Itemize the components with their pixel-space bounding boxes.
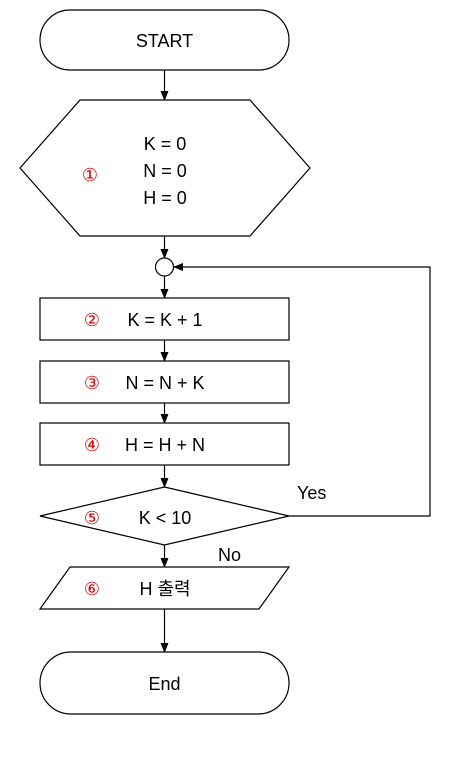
loop-junction-circle [154,257,175,277]
step3-process-box [39,360,290,404]
step4-label: H = H + N [125,435,205,455]
output-label: H 출력 [139,579,190,599]
step2-process-box [39,297,290,341]
step3-label: N = N + K [125,373,204,393]
init-step-number: ① [82,165,98,186]
init-line-k: K = 0 [144,134,187,154]
init-hexagon [19,99,311,237]
step4-number: ④ [84,435,100,456]
end-label: End [148,674,180,694]
step4-process-box [39,422,290,466]
decision-number: ⑤ [84,508,100,529]
step3-number: ③ [84,373,100,394]
step2-label: K = K + 1 [127,310,202,330]
decision-label: K < 10 [139,508,192,528]
output-number: ⑥ [84,579,100,600]
output-parallelogram [38,566,291,610]
yes-label: Yes [297,483,326,503]
init-line-h: H = 0 [143,188,187,208]
no-label: No [218,545,241,565]
init-line-n: N = 0 [143,161,187,181]
start-label: START [136,31,193,51]
end-terminator [39,651,290,715]
step2-number: ② [84,310,100,331]
arrow-yes-loop-back [173,263,431,517]
